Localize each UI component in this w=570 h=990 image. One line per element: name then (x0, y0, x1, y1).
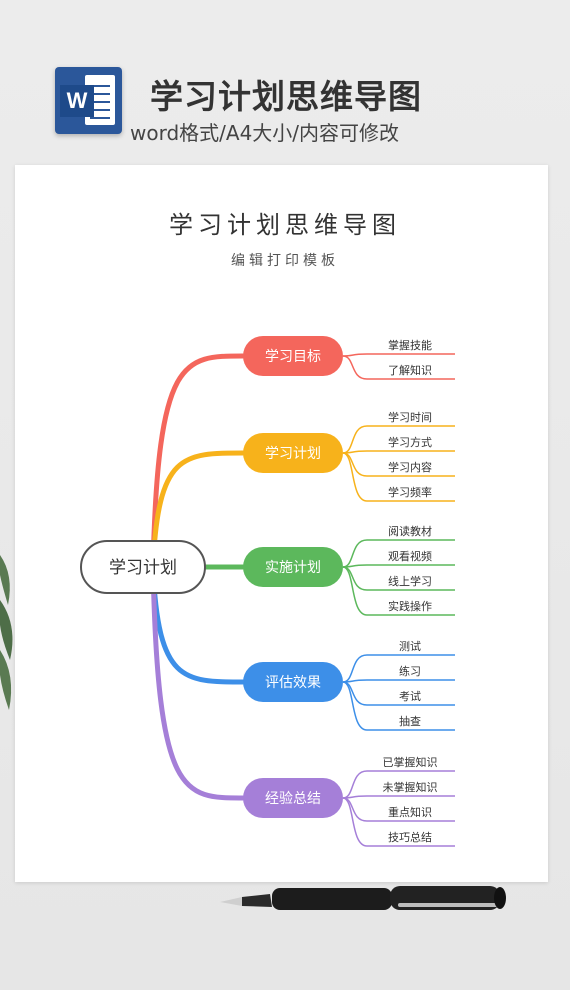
leaf-connector (342, 797, 455, 847)
leaf-connector (342, 353, 455, 357)
leaf-connector (342, 681, 455, 731)
leaf-label: 重点知识 (388, 805, 432, 819)
leaf-label: 学习内容 (388, 460, 432, 474)
leaf-label: 观看视频 (388, 549, 432, 563)
document-subtitle: 编辑打印模板 (231, 253, 339, 269)
branch-node-label: 学习目标 (265, 349, 321, 365)
leaf-connector (342, 679, 455, 683)
leaf-connector (342, 425, 455, 454)
central-node-label: 学习计划 (109, 558, 177, 578)
word-logo-icon: W (55, 67, 122, 134)
leaf-connector (342, 795, 455, 799)
leaf-label: 技巧总结 (388, 830, 432, 844)
leaf-label: 学习频率 (388, 485, 432, 499)
word-logo-letter: W (60, 85, 94, 117)
leaf-connector (342, 564, 455, 568)
branch-connector (150, 450, 246, 570)
leaf-label: 掌握技能 (388, 338, 432, 352)
branch-node-label: 经验总结 (265, 791, 321, 807)
leaf-label: 学习时间 (388, 410, 432, 424)
branch-node-label: 学习计划 (265, 446, 321, 462)
branch-node: 评估效果 (243, 662, 343, 702)
leaf-connector (342, 355, 455, 380)
branch-node: 经验总结 (243, 778, 343, 818)
leaf-label: 学习方式 (388, 435, 432, 449)
leaf-connector (342, 566, 455, 616)
leaf-label: 实践操作 (388, 599, 432, 613)
plant-leaf-icon (0, 555, 13, 710)
central-node: 学习计划 (80, 540, 206, 594)
leaf-label: 未掌握知识 (383, 780, 438, 794)
branch-node: 学习目标 (243, 336, 343, 376)
leaf-connector (342, 452, 455, 502)
branch-node-label: 评估效果 (265, 675, 321, 691)
leaf-label: 阅读教材 (388, 524, 432, 538)
branch-connector (150, 353, 246, 570)
leaf-connector (342, 770, 455, 799)
paper-sheet (15, 165, 548, 882)
leaf-label: 了解知识 (388, 363, 432, 377)
branch-connector (150, 564, 246, 801)
header: W 学习计划思维导图 word格式/A4大小/内容可修改 (0, 0, 570, 160)
leaf-connector (342, 539, 455, 568)
document-title: 学习计划思维导图 (169, 211, 401, 239)
header-title: 学习计划思维导图 (150, 77, 422, 116)
header-subtitle: word格式/A4大小/内容可修改 (130, 121, 400, 145)
branch-node: 学习计划 (243, 433, 343, 473)
fountain-pen-icon (220, 886, 506, 910)
leaf-connector (342, 450, 455, 454)
leaf-label: 练习 (399, 664, 421, 678)
branch-node: 实施计划 (243, 547, 343, 587)
leaf-label: 抽查 (399, 714, 421, 728)
leaf-label: 已掌握知识 (383, 755, 438, 769)
branch-node-label: 实施计划 (265, 560, 321, 576)
leaf-label: 测试 (399, 640, 421, 653)
leaf-label: 线上学习 (388, 574, 432, 588)
leaf-connector (342, 654, 455, 683)
leaf-label: 考试 (399, 690, 421, 703)
